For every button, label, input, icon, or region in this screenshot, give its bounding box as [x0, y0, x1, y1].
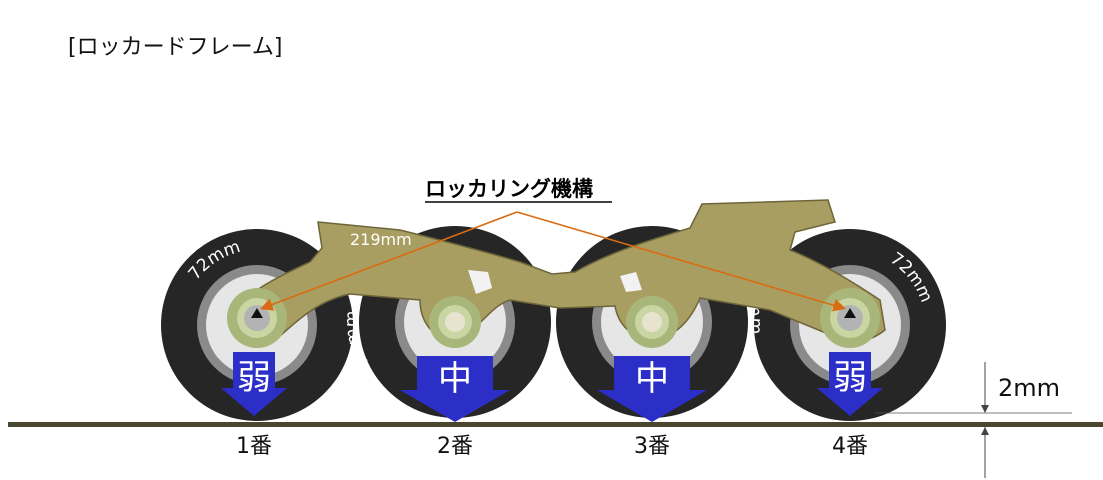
axle-2	[429, 296, 481, 348]
load-label-2: 中	[438, 359, 472, 399]
wheel-number-4: 4番	[832, 434, 868, 459]
callout-line-right	[516, 211, 847, 312]
dimension-arrow-up-icon	[981, 427, 989, 435]
load-arrow-2: 中	[400, 356, 510, 422]
axle-bolt	[642, 312, 662, 332]
wheel-number-1: 1番	[236, 434, 272, 459]
ground-line	[8, 422, 1103, 427]
callout-line-left	[260, 211, 518, 311]
arrow-shape	[221, 352, 287, 416]
frame-cutout-left	[468, 270, 492, 294]
arrow-shape	[400, 356, 510, 422]
axle-bolt	[445, 312, 465, 332]
page-title: [ロッカードフレーム]	[68, 35, 283, 60]
frame-cutout-right	[620, 272, 642, 292]
wheel-number-3: 3番	[634, 434, 670, 459]
mechanism-label: ロッカリング機構	[425, 177, 593, 201]
wheel-number-2: 2番	[437, 434, 473, 459]
arrow-shape	[817, 352, 883, 416]
clearance-label: 2mm	[998, 374, 1060, 402]
pivot-marker-icon	[251, 308, 263, 318]
arrow-shape	[597, 356, 707, 422]
axle-3	[626, 296, 678, 348]
load-arrow-3: 中	[597, 356, 707, 422]
load-arrow-4: 弱	[817, 352, 883, 416]
load-arrow-1: 弱	[221, 352, 287, 416]
load-label-4: 弱	[833, 358, 867, 398]
axle-1	[227, 288, 287, 348]
load-label-1: 弱	[237, 358, 271, 398]
axle-4	[820, 288, 880, 348]
pivot-marker-icon	[844, 308, 856, 318]
load-label-3: 中	[635, 359, 669, 399]
axle-span-label: 219mm	[350, 230, 412, 249]
dimension-arrow-down-icon	[981, 405, 989, 413]
